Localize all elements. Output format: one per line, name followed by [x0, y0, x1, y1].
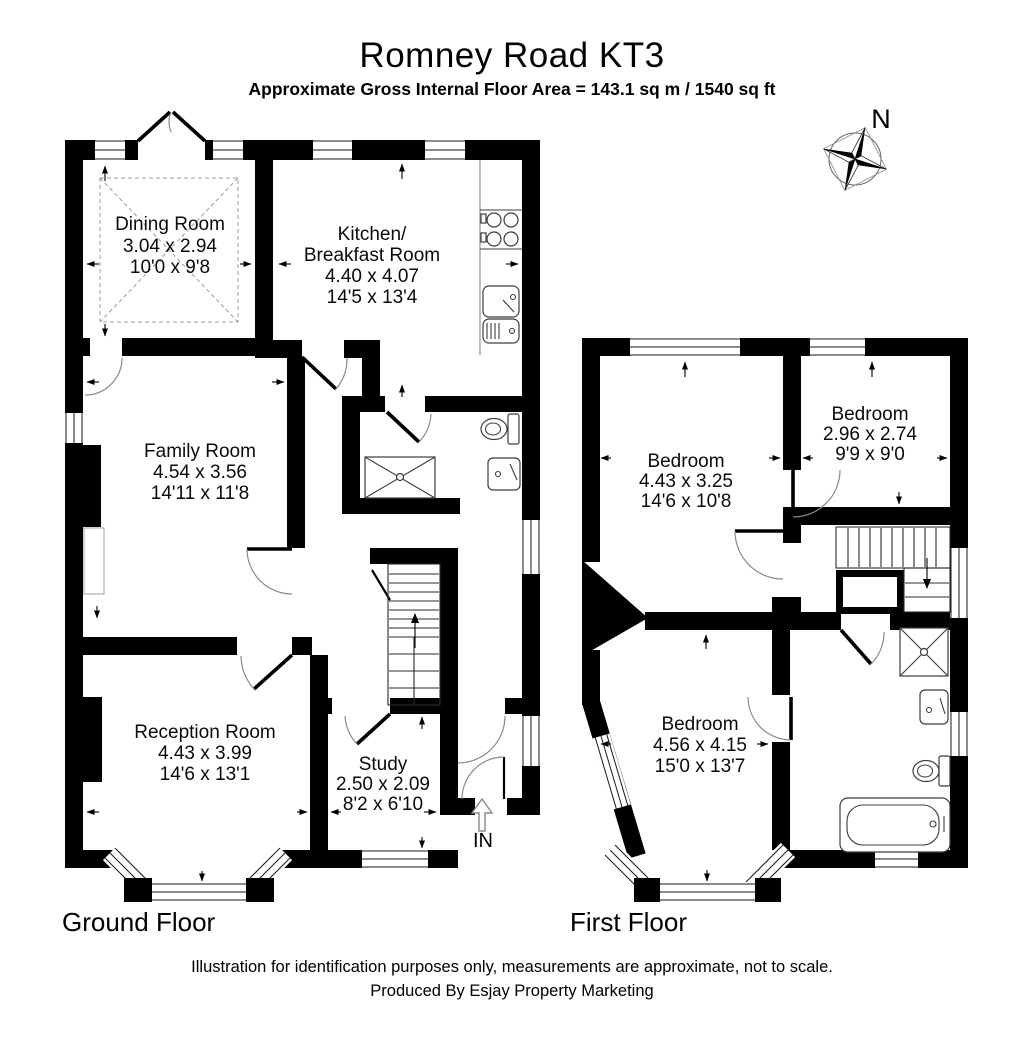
disclaimer-text: Illustration for identification purposes… — [191, 958, 833, 976]
bay-window — [102, 845, 293, 902]
room-size-metric: 4.43 x 3.99 — [158, 743, 252, 764]
room-family: Family Room 4.54 x 3.56 14'11 x 11'8 — [144, 441, 256, 504]
shower-fixture — [899, 627, 949, 677]
basin-fixture — [919, 689, 949, 725]
roof-lantern-outline — [99, 177, 239, 323]
room-name: Reception Room — [134, 722, 276, 743]
room-name: Family Room — [144, 441, 256, 462]
room-name: Bedroom — [661, 714, 738, 735]
room-size-metric: 2.96 x 2.74 — [823, 424, 917, 445]
dimension-arrows — [86, 163, 519, 882]
chimney-breast — [83, 445, 101, 527]
french-doors — [136, 110, 207, 143]
room-size-metric: 4.43 x 3.25 — [639, 471, 733, 492]
hob-fixture — [480, 209, 522, 250]
door — [734, 469, 885, 741]
room-name: Breakfast Room — [304, 245, 440, 266]
room-dining: Dining Room 3.04 x 2.94 10'0 x 9'8 — [115, 214, 225, 278]
page-title: Romney Road KT3 — [359, 36, 665, 75]
room-size-imperial: 14'6 x 13'1 — [160, 764, 251, 785]
room-name: Dining Room — [115, 214, 225, 235]
room-name: Bedroom — [831, 404, 908, 425]
room-size-imperial: 14'5 x 13'4 — [327, 287, 418, 308]
staircase-down — [835, 526, 951, 613]
room-kitchen: Kitchen/ Breakfast Room 4.40 x 4.07 14'5… — [304, 224, 440, 308]
floor-area-subtitle: Approximate Gross Internal Floor Area = … — [248, 79, 776, 99]
shower-fixture — [364, 456, 436, 499]
room-size-imperial: 14'6 x 10'8 — [641, 491, 732, 512]
room-name: Kitchen/ — [338, 224, 407, 245]
window — [592, 338, 968, 868]
entrance-in-label: IN — [473, 830, 493, 852]
room-size-imperial: 8'2 x 6'10 — [343, 794, 423, 815]
angled-wall-point — [582, 560, 648, 656]
room-bedroom3: Bedroom 4.56 x 4.15 15'0 x 13'7 — [653, 714, 747, 777]
room-size-metric: 4.56 x 4.15 — [653, 735, 747, 756]
first-floor-plan: Bedroom 4.43 x 3.25 14'6 x 10'8 Bedroom … — [570, 338, 968, 937]
room-size-imperial: 14'11 x 11'8 — [151, 483, 249, 504]
dimension-arrows — [600, 361, 948, 882]
chimney-breast — [83, 697, 102, 782]
room-name: Bedroom — [647, 451, 724, 472]
door — [84, 355, 506, 800]
toilet-fixture — [480, 413, 520, 445]
staircase-up — [387, 563, 441, 706]
producer-credit: Produced By Esjay Property Marketing — [370, 982, 654, 1000]
compass-rose-icon: N — [823, 104, 891, 191]
entrance-in-arrow — [470, 797, 494, 832]
toilet-fixture — [912, 755, 951, 787]
room-size-imperial: 9'9 x 9'0 — [835, 444, 905, 465]
stairs-cupboard — [836, 570, 904, 614]
bathtub-fixture — [839, 797, 951, 853]
room-size-metric: 4.40 x 4.07 — [325, 266, 419, 287]
room-bedroom1: Bedroom 4.43 x 3.25 14'6 x 10'8 — [639, 451, 733, 512]
first-floor-label: First Floor — [570, 907, 687, 937]
room-name: Study — [359, 754, 408, 775]
room-size-metric: 4.54 x 3.56 — [153, 462, 247, 483]
room-size-metric: 2.50 x 2.09 — [336, 774, 430, 795]
basin-fixture — [487, 457, 521, 491]
window — [65, 140, 540, 868]
compass-north-label: N — [871, 104, 891, 134]
kitchen-sink-fixture — [482, 285, 520, 344]
bay-window — [602, 842, 796, 902]
room-study: Study 2.50 x 2.09 8'2 x 6'10 — [336, 754, 430, 815]
room-size-metric: 3.04 x 2.94 — [123, 236, 217, 257]
room-reception: Reception Room 4.43 x 3.99 14'6 x 13'1 — [134, 722, 276, 785]
ground-floor-label: Ground Floor — [62, 907, 216, 937]
ground-floor-plan: Dining Room 3.04 x 2.94 10'0 x 9'8 Kitch… — [62, 110, 540, 937]
room-bedroom2: Bedroom 2.96 x 2.74 9'9 x 9'0 — [823, 404, 917, 465]
room-size-imperial: 15'0 x 13'7 — [655, 756, 746, 777]
room-size-imperial: 10'0 x 9'8 — [130, 257, 210, 278]
